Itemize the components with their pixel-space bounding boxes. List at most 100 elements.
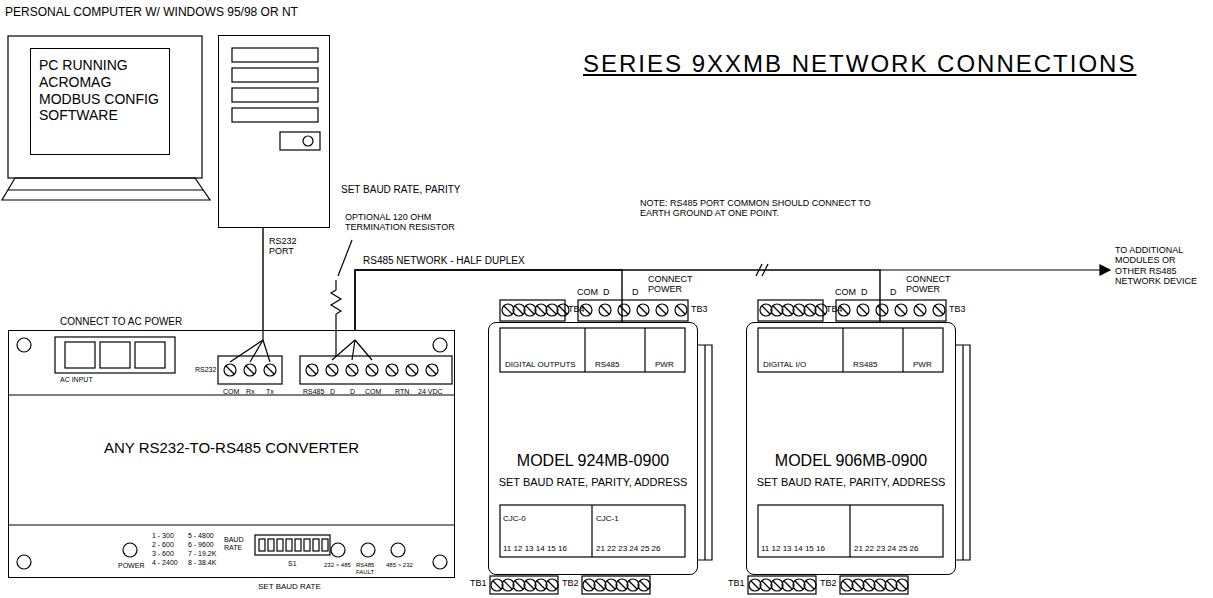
screw	[640, 581, 648, 589]
module-part	[578, 300, 688, 321]
screw	[599, 304, 611, 316]
screw	[226, 366, 234, 374]
node-title: ANY RS232-TO-RS485 CONVERTER	[104, 439, 359, 457]
screw	[618, 581, 626, 589]
screw	[601, 306, 609, 314]
terminal-label: CJC-1	[596, 514, 619, 523]
screw	[546, 304, 558, 316]
screw	[771, 304, 783, 316]
terminal-label: AC INPUT	[60, 376, 93, 384]
module-part	[490, 576, 558, 594]
screw	[513, 579, 525, 591]
laptop	[2, 36, 210, 200]
screw	[502, 304, 514, 316]
screw	[898, 581, 906, 589]
terminal-label: 21 22 23 24 25 26	[854, 544, 919, 553]
screw	[627, 579, 639, 591]
screw	[865, 581, 873, 589]
rs232-cable	[262, 228, 263, 330]
screw	[607, 581, 615, 589]
screw	[535, 304, 547, 316]
rs232-wires	[230, 330, 270, 362]
terminal-label: COM	[365, 388, 381, 396]
terminal-label: 7 - 19.2K	[188, 550, 216, 558]
terminal-label: RS485 FAULT	[356, 562, 382, 576]
module-part	[500, 328, 685, 372]
screw	[328, 366, 336, 374]
screw	[596, 581, 604, 589]
terminal-label: D	[350, 388, 355, 396]
screw	[524, 304, 536, 316]
terminal-label: S1	[288, 560, 297, 568]
screw	[793, 579, 805, 591]
terminal-label: CONNECT POWER	[906, 274, 956, 295]
screw	[594, 579, 606, 591]
screw	[863, 579, 875, 591]
screw	[504, 581, 512, 589]
module-part	[902, 328, 903, 372]
terminal-label: 11 12 13 14 15 16	[503, 544, 567, 553]
terminal-label: PWR	[913, 360, 932, 369]
screw	[857, 304, 869, 316]
screw	[804, 579, 816, 591]
screw	[306, 364, 318, 376]
screw	[874, 579, 886, 591]
screw	[760, 579, 772, 591]
module-part	[644, 328, 645, 372]
screw	[515, 581, 523, 589]
screw	[841, 579, 853, 591]
screw	[491, 579, 503, 591]
terminal-label: 3 - 600	[152, 550, 174, 558]
terminal-label: 2 - 600	[152, 541, 174, 549]
screw	[616, 579, 628, 591]
terminal-label: 6 - 9600	[188, 541, 214, 549]
terminal-label: RS232	[195, 366, 216, 374]
node-title: SET BAUD RATE, PARITY	[341, 184, 460, 196]
screw	[224, 364, 236, 376]
tower-computer: SET BAUD RATE, PARITY	[218, 35, 330, 228]
screw	[876, 581, 884, 589]
screw	[656, 304, 668, 316]
terminal-label: D	[861, 287, 868, 297]
screw	[895, 304, 907, 316]
screw	[557, 304, 569, 316]
screw	[637, 304, 649, 316]
screw	[548, 306, 556, 314]
screw	[605, 579, 617, 591]
module-part	[584, 328, 585, 372]
screw	[546, 579, 558, 591]
screw	[885, 579, 897, 591]
terminal-label: DIGITAL OUTPUTS	[505, 360, 576, 369]
screw	[348, 366, 356, 374]
screw	[675, 304, 687, 316]
screw	[773, 581, 781, 589]
screw	[916, 306, 924, 314]
screw	[843, 581, 851, 589]
rs485-bus	[355, 270, 880, 330]
module-housing	[490, 300, 970, 594]
terminal-label: CONNECT POWER	[648, 274, 698, 295]
screw	[760, 304, 772, 316]
module-part	[500, 300, 565, 321]
screw	[559, 306, 567, 314]
screw	[896, 579, 908, 591]
terminal-label: RS485	[853, 360, 877, 369]
module-part	[500, 505, 685, 557]
terminal-label: TB3	[949, 304, 966, 314]
terminal-label: D	[890, 287, 897, 297]
din-clip	[956, 345, 970, 560]
terminal-label: COM	[577, 287, 598, 297]
terminal-label: PWR	[655, 360, 674, 369]
module-part	[748, 576, 816, 594]
screw	[526, 306, 534, 314]
terminal-label: D	[330, 388, 335, 396]
module-box: MODEL 906MB-0900SET BAUD RATE, PARITY, A…	[746, 322, 956, 575]
screw	[784, 306, 792, 314]
terminal-label: 1 - 300	[152, 532, 174, 540]
screw	[749, 579, 761, 591]
screw	[806, 581, 814, 589]
screw	[859, 306, 867, 314]
screw	[408, 366, 416, 374]
screw	[308, 366, 316, 374]
screw	[246, 366, 254, 374]
